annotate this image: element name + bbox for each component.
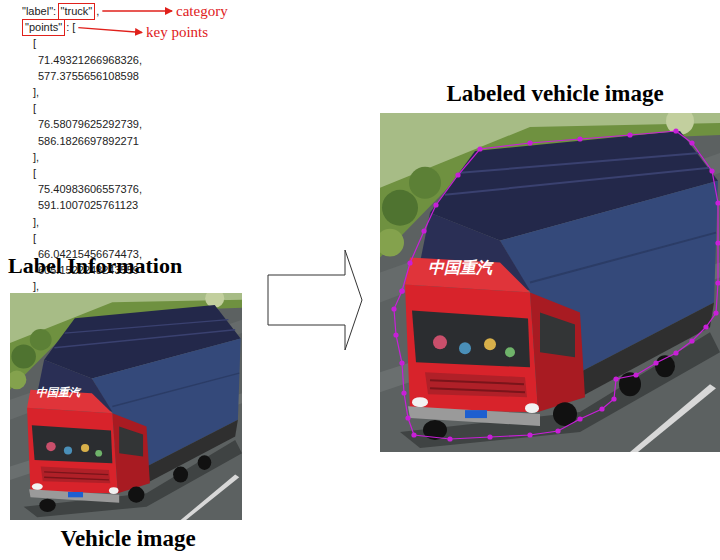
json-line: "label": <box>22 5 56 18</box>
leader-arrow <box>78 28 142 33</box>
labeled-vehicle-photo <box>376 107 720 452</box>
json-line: [ <box>33 232 36 245</box>
vehicle-lettering: 中国重汽 <box>36 386 80 399</box>
label-value-box: "truck" <box>58 3 96 20</box>
box-text: "points" <box>25 21 62 33</box>
json-line: 75.40983606557376, <box>38 183 142 196</box>
image-caption: Labeled vehicle image <box>405 80 705 107</box>
json-line: ], <box>33 280 39 293</box>
hollow-arrow <box>268 250 362 350</box>
json-line: [ <box>33 37 36 50</box>
json-line: 586.1826697892271 <box>38 135 139 148</box>
json-line: [ <box>33 102 36 115</box>
json-line: ], <box>33 86 39 99</box>
vehicle-photo <box>7 289 242 520</box>
image-caption: Vehicle image <box>8 525 248 552</box>
json-line: 76.58079625292739, <box>38 118 142 131</box>
json-line: 577.3755656108598 <box>38 70 139 83</box>
json-line: : [ <box>66 21 75 34</box>
callout-label: category <box>176 3 228 20</box>
vehicle-lettering: 中国重汽 <box>428 258 492 277</box>
leader-arrow <box>102 10 172 11</box>
box-text: "truck" <box>61 5 93 17</box>
json-line: ], <box>33 151 39 164</box>
callout-label: key points <box>146 24 208 41</box>
panel-title: Label Information <box>8 253 182 279</box>
json-line: [ <box>33 167 36 180</box>
json-line: 71.49321266968326, <box>38 54 142 67</box>
polygon-annotation <box>394 131 718 439</box>
key-name-box: "points" <box>22 19 65 36</box>
json-line: 591.1007025761123 <box>38 199 138 212</box>
json-line: , <box>96 5 99 18</box>
json-line: ], <box>33 216 39 229</box>
